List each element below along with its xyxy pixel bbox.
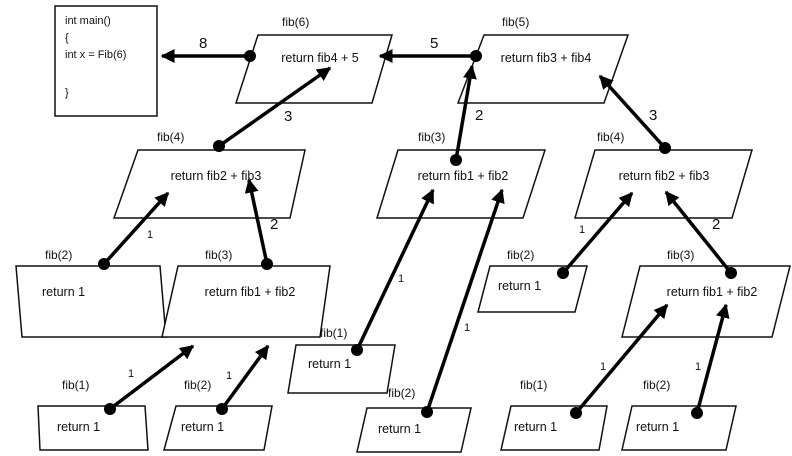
node-fib2-d: fib(2) return 1 [621,378,737,451]
node-fib1-b-label: fib(1) [520,378,547,392]
edge-label-1f: 1 [226,370,232,382]
edge-fib1b-to-fib3right: 1 [570,303,669,419]
node-fib1-mid-label: fib(1) [320,326,347,340]
edge-fib2b-to-fib4right: 1 [557,191,634,279]
edge-fib6-to-main: 8 [160,35,256,63]
node-fib2-a-text: return 1 [42,285,85,299]
edge-label-1c: 1 [464,322,470,334]
node-fib2-c-text: return 1 [181,420,224,434]
node-fib3-left-text: return fib1 + fib2 [205,285,296,299]
node-fib1-a-label: fib(1) [62,378,89,392]
edge-label-1b: 1 [398,273,404,285]
edge-label-1a: 1 [147,229,153,241]
node-fib2-mid-text: return 1 [378,422,421,436]
node-fib5-text: return fib3 + fib4 [501,51,592,65]
main-line-3: int x = Fib(6) [65,49,126,61]
node-fib1-b-text: return 1 [514,420,557,434]
node-fib2-b: fib(2) return 1 [477,248,588,313]
main-line-2: { [65,32,69,44]
node-fib2-a-label: fib(2) [45,248,72,262]
node-fib1-b: fib(1) return 1 [500,378,608,451]
edge-fib4left-to-fib6: 3 [213,66,332,152]
node-fib2-b-text: return 1 [498,279,541,293]
node-fib2-mid: fib(2) return 1 [356,386,472,453]
node-fib4-left-text: return fib2 + fib3 [171,169,262,183]
edge-fib4right-to-fib5: 3 [598,74,671,154]
node-fib1-mid-text: return 1 [308,357,351,371]
edge-fib2a-to-fib4left: 1 [98,191,170,270]
main-function-box: int main() { int x = Fib(6) } [54,5,158,117]
edge-label-5: 5 [430,35,438,52]
node-fib5-label: fib(5) [502,15,529,29]
edge-fib2mid-to-fib3mid: 1 [421,188,505,418]
edge-fib2c-to-fib3left: 1 [216,344,270,415]
edge-label-2a: 2 [475,107,483,124]
edge-label-2b: 2 [270,216,278,233]
node-fib3-mid-text: return fib1 + fib2 [418,169,509,183]
main-line-1: int main() [65,15,111,27]
node-fib4-right-text: return fib2 + fib3 [619,169,710,183]
node-fib2-d-label: fib(2) [643,378,670,392]
main-line-4: } [65,87,69,99]
node-fib3-right-label: fib(3) [667,248,694,262]
edge-fib3mid-to-fib5: 2 [450,64,483,166]
edge-fib3right-to-fib4right: 2 [664,190,737,279]
node-fib3-mid-label: fib(3) [418,130,445,144]
edge-label-3b: 3 [649,107,657,124]
node-fib4-right-label: fib(4) [597,130,624,144]
edge-label-1g: 1 [600,361,606,373]
node-fib3-right-text: return fib1 + fib2 [667,285,758,299]
edge-fib3left-to-fib4left: 2 [244,178,278,270]
node-fib1-mid: fib(1) return 1 [287,326,396,394]
edge-label-2c: 2 [712,216,720,233]
node-fib2-a: fib(2) return 1 [15,248,167,338]
node-fib6-label: fib(6) [282,15,309,29]
node-fib6-text: return fib4 + 5 [281,51,359,65]
node-fib4-left: fib(4) return fib2 + fib3 [112,130,306,219]
node-fib3-left-label: fib(3) [205,248,232,262]
node-fib2-c-label: fib(2) [184,378,211,392]
edge-label-3a: 3 [284,108,292,125]
edge-label-1d: 1 [579,224,585,236]
edge-fib1a-to-fib3left: 1 [104,344,195,415]
edge-label-1e: 1 [128,368,134,380]
node-fib2-b-label: fib(2) [507,248,534,262]
edge-label-1h: 1 [695,361,701,373]
node-fib1-a-text: return 1 [57,420,100,434]
node-fib3-right: fib(3) return fib1 + fib2 [621,248,791,338]
edge-fib2d-to-fib3right: 1 [691,303,730,419]
edge-label-8: 8 [199,35,207,52]
node-fib5: fib(5) return fib3 + fib4 [456,15,630,104]
node-fib2-mid-label: fib(2) [388,386,415,400]
node-fib1-a: fib(1) return 1 [37,378,149,451]
edge-fib5-to-fib6: 5 [378,35,482,63]
node-fib3-mid: fib(3) return fib1 + fib2 [375,130,547,219]
node-fib4-left-label: fib(4) [157,130,184,144]
edge-fib1mid-to-fib3mid: 1 [351,188,435,356]
node-fib3-left: fib(3) return fib1 + fib2 [161,248,331,338]
node-fib6: fib(6) return fib4 + 5 [234,15,394,104]
node-fib2-c: fib(2) return 1 [163,378,273,451]
node-fib2-d-text: return 1 [636,420,679,434]
